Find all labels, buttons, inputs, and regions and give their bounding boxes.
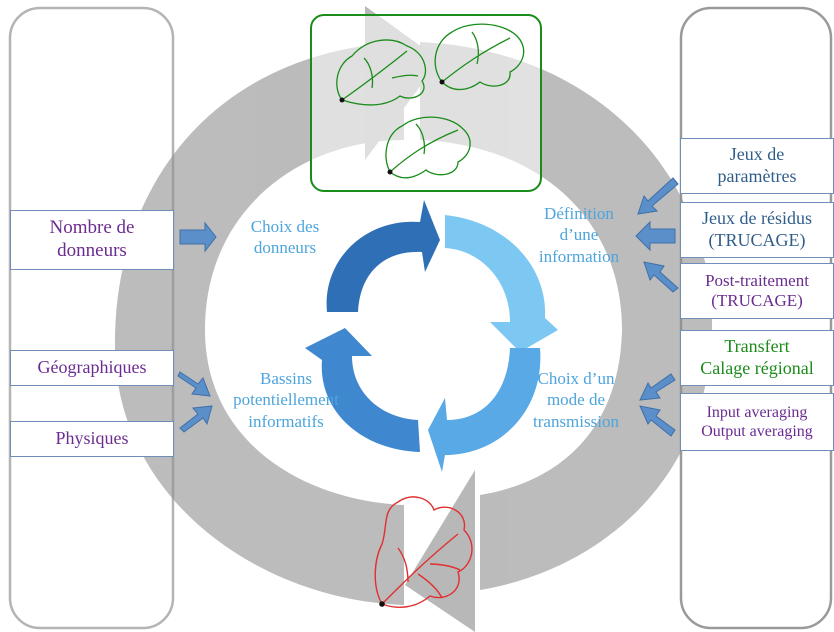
donor-catchments-box <box>310 14 542 192</box>
option-jeux-parametres: Jeux de paramètres <box>680 138 834 194</box>
arrow-nombre-donneurs <box>179 221 217 253</box>
arrow-jeux-residus <box>635 220 676 252</box>
label-choix-donneurs: Choix des donneurs <box>250 217 320 258</box>
arrow-jeux-parametres <box>637 177 679 215</box>
donor-catchment-1 <box>336 39 427 106</box>
gray-arrowhead-bottom <box>405 470 475 632</box>
cycle-arrows <box>305 200 558 472</box>
label-choix-mode-transmission: Choix d’un mode de transmission <box>533 369 619 431</box>
cycle-arrow-top-right <box>445 215 558 352</box>
arrow-transfert <box>639 373 676 401</box>
input-nombre-donneurs: Nombre de donneurs <box>10 210 174 270</box>
label-bassins-informatifs: Bassins potentiellement informatifs <box>233 369 339 431</box>
right-option-arrows <box>635 177 679 437</box>
option-post-traitement: Post-traitement (TRUCAGE) <box>680 263 834 319</box>
donor-catchment-3 <box>385 116 471 179</box>
catchment-map-icon <box>336 23 525 179</box>
arrow-geographiques <box>177 371 211 397</box>
donor-catchment-2 <box>434 23 525 91</box>
arrow-input-averaging <box>639 405 676 437</box>
input-physiques: Physiques <box>10 421 174 457</box>
option-transfert: Transfert Calage régional <box>680 330 834 386</box>
option-jeux-residus: Jeux de résidus (TRUCAGE) <box>680 202 834 258</box>
target-catchment-icon <box>374 496 473 608</box>
arrow-physiques <box>179 405 213 433</box>
arrow-post-traitement <box>643 261 679 293</box>
label-definition-information: Définition d’une information <box>538 204 620 266</box>
input-geographiques: Géographiques <box>10 350 174 386</box>
cycle-arrow-top-left <box>326 200 440 312</box>
option-input-averaging: Input averaging Output averaging <box>680 393 834 451</box>
cycle-arrow-bottom-left <box>305 328 420 452</box>
cycle-arrow-bottom-right <box>428 348 541 472</box>
left-input-arrows <box>177 221 217 433</box>
